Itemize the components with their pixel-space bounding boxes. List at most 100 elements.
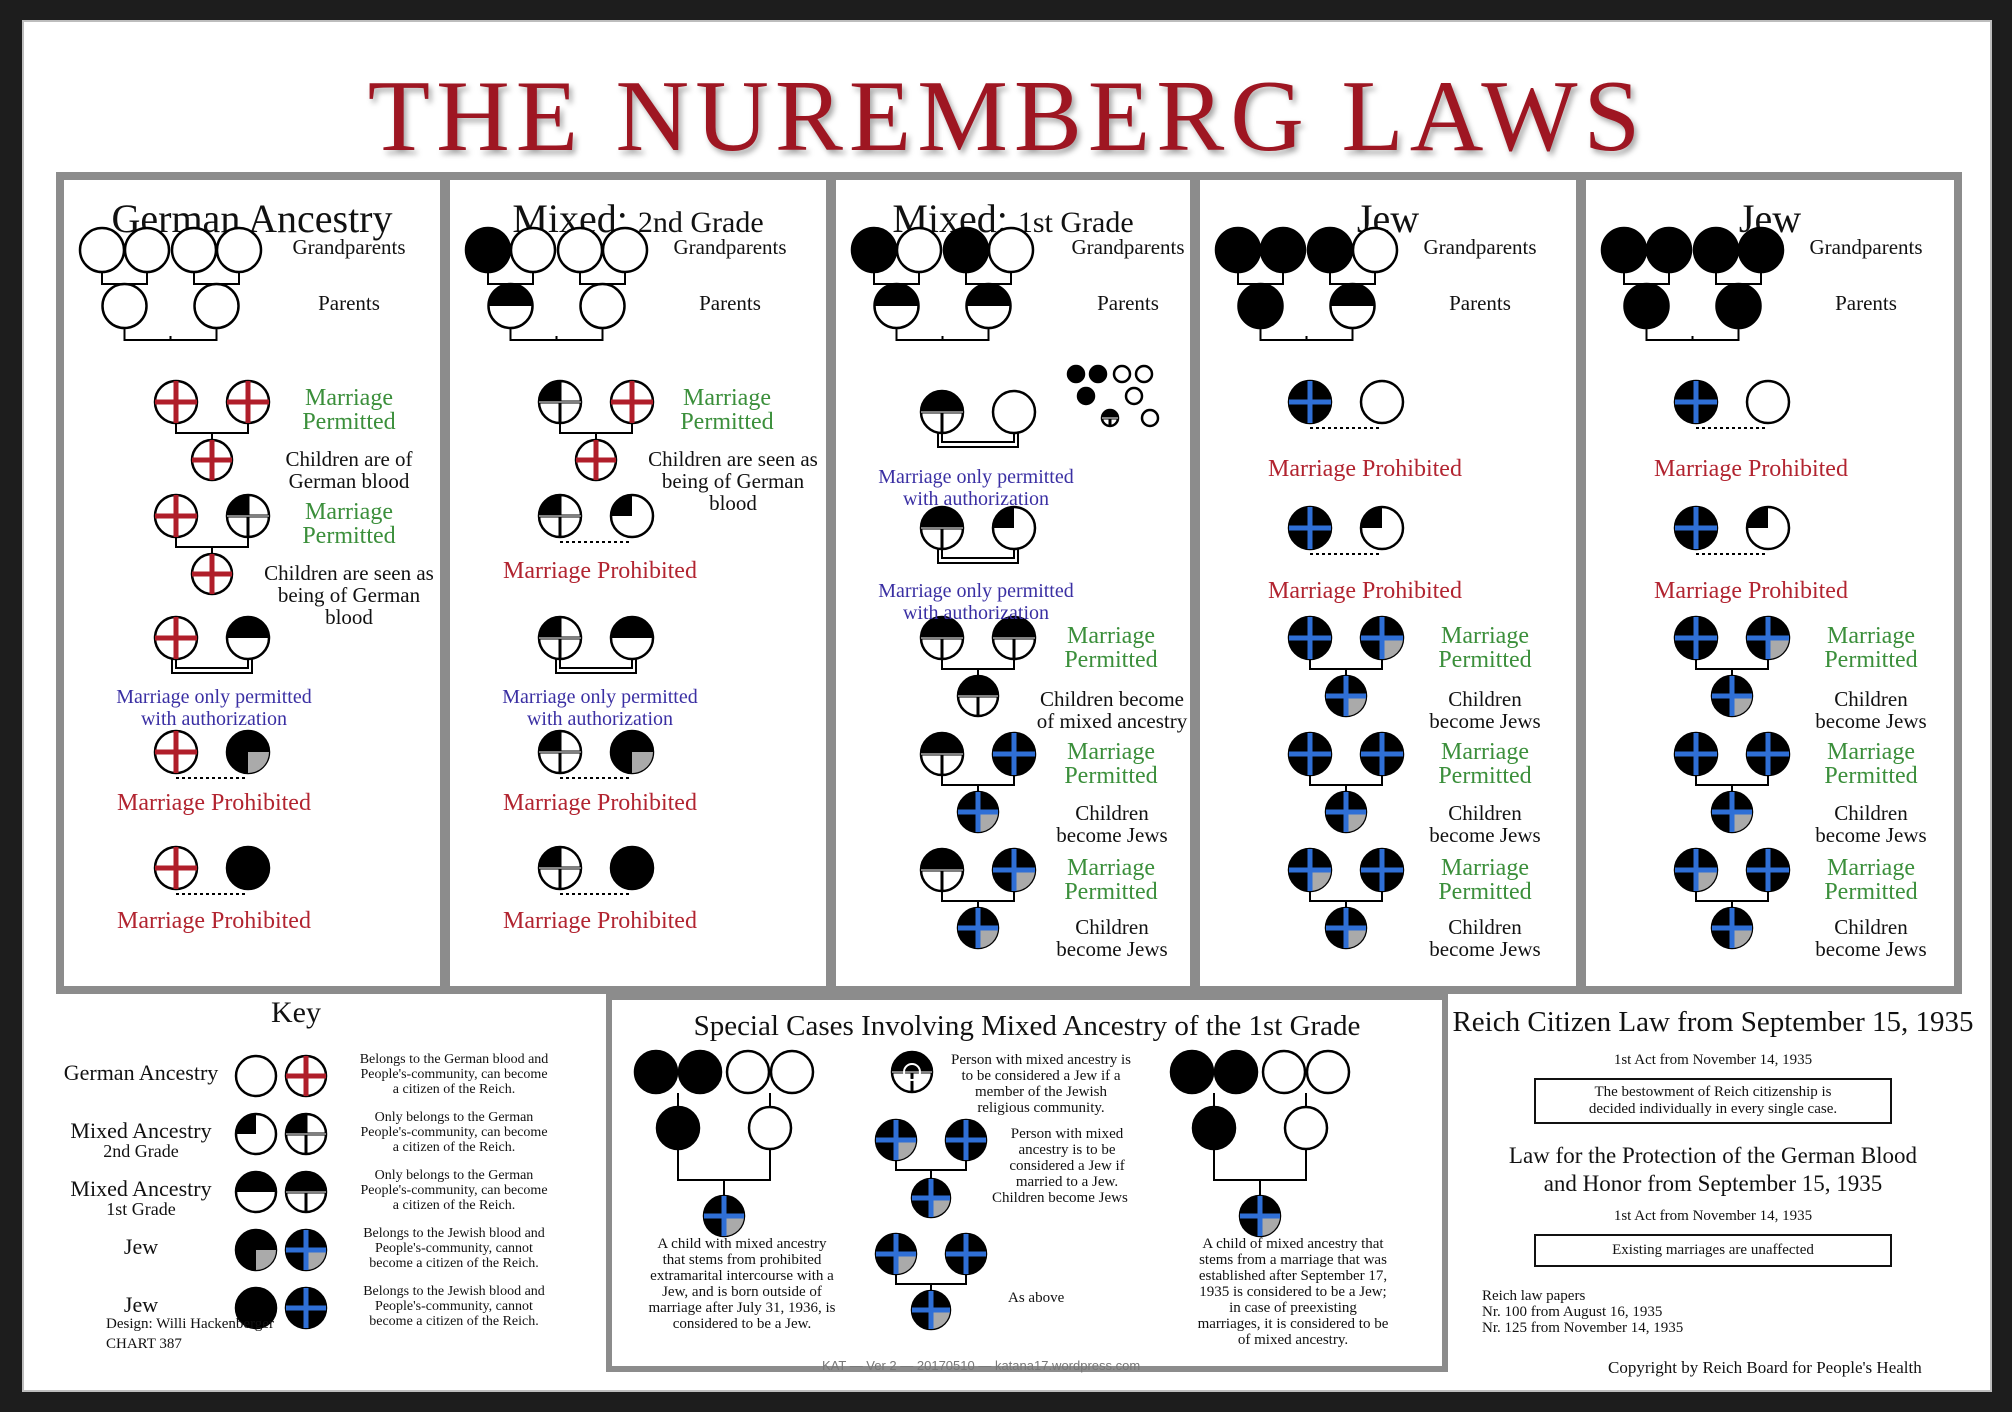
key-name: German Ancestry — [56, 1062, 226, 1084]
label-line: Marriage — [1067, 739, 1155, 765]
spouse-circle — [1287, 731, 1333, 777]
spouse-circle — [1359, 379, 1405, 425]
spouse-circle — [919, 731, 965, 777]
parent-circle — [1283, 1105, 1329, 1151]
label-line: Grandparents — [292, 235, 406, 259]
key-desc-line: People's-community, cannot — [375, 1241, 533, 1256]
column-pedigree — [850, 226, 1037, 950]
label-line: with authorization — [902, 488, 1050, 510]
spouse-circle — [1673, 379, 1719, 425]
parent-circle — [655, 1105, 701, 1151]
label-line: Permitted — [1438, 879, 1532, 905]
act-1: 1st Act from November 14, 1935 — [1448, 1052, 1978, 1069]
label-line: Children are seen as — [648, 447, 818, 471]
label-line: Marriage — [1827, 623, 1915, 649]
marriage-prohibited: Marriage Prohibited — [1626, 578, 1876, 604]
label-line: Marriage — [1067, 623, 1155, 649]
label-line: Children — [1075, 801, 1149, 825]
label-line: Marriage — [1827, 739, 1915, 765]
label-line: with authorization — [140, 708, 288, 730]
column-pedigree — [1214, 226, 1405, 950]
label-line: Permitted — [1064, 879, 1158, 905]
grandparent-circle — [464, 226, 512, 274]
key-desc-line: Only belongs to the German — [374, 1168, 534, 1183]
reich-title: Reich Citizen Law from September 15, 193… — [1452, 1006, 1974, 1038]
marriage-prohibited: Marriage Prohibited — [84, 909, 344, 933]
parent-circle — [487, 282, 534, 330]
law-line: and Honor from September 15, 1935 — [1543, 1171, 1883, 1196]
child-circle — [1710, 674, 1754, 718]
label-line: Grandparents — [673, 235, 787, 259]
label-line: Children — [1448, 687, 1522, 711]
box-line: The bestowment of Reich citizenship is — [1594, 1084, 1832, 1100]
grandparent-circle — [170, 226, 218, 274]
act-line: 1st Act from November 14, 1935 — [1613, 1052, 1813, 1068]
parent-circle — [873, 282, 920, 330]
grandparent-circle — [78, 226, 126, 274]
text-line: Person with mixed — [1010, 1126, 1124, 1142]
grandparent-circle — [1213, 1049, 1259, 1095]
label-line: Marriage only permitted — [878, 466, 1074, 488]
child-circle — [1324, 906, 1368, 950]
label-line: become Jews — [1815, 937, 1927, 961]
grandparent-circle — [1169, 1049, 1215, 1095]
key-desc-line: become a citizen of the Reich. — [369, 1314, 539, 1329]
grandparent-circle — [633, 1049, 679, 1095]
text-line: considered to be a Jew. — [672, 1316, 812, 1332]
child-circle — [910, 1177, 952, 1219]
parent-circle — [193, 282, 240, 330]
key-circle — [284, 1228, 328, 1272]
text-line: extramarital intercourse with a — [650, 1268, 834, 1284]
special-cases-diagram — [633, 1049, 1351, 1331]
grandparent-circle — [677, 1049, 723, 1095]
spouse-circle — [919, 847, 965, 893]
label-line: blood — [325, 605, 373, 629]
text-line: in case of preexisting — [1229, 1300, 1357, 1316]
spouse-circle — [991, 389, 1037, 435]
label-line: Marriage Prohibited — [1654, 456, 1848, 482]
spouse-circle — [1745, 379, 1791, 425]
key-name-line: Jew — [123, 1234, 159, 1259]
label-line: Children are seen as — [264, 561, 434, 585]
text-line: that stems from prohibited — [662, 1252, 822, 1268]
key-circle — [234, 1228, 278, 1272]
circle-w — [1134, 364, 1154, 384]
circle-b — [1076, 386, 1096, 406]
label-line: Grandparents — [1071, 235, 1185, 259]
child-circle — [1324, 674, 1368, 718]
text-line: marriages, it is considered to be — [1197, 1316, 1389, 1332]
text-line: of mixed ancestry. — [1237, 1332, 1349, 1348]
grandparent-circle — [769, 1049, 815, 1095]
label-line: become Jews — [1056, 823, 1168, 847]
chart-number: CHART 387 — [106, 1336, 182, 1352]
label-line: Marriage — [1441, 623, 1529, 649]
key-name: Jew — [56, 1236, 226, 1258]
spouse-circle — [1673, 615, 1719, 661]
key-desc-line: People's-community, can become — [360, 1183, 548, 1198]
grandparent-circle — [1259, 226, 1307, 274]
marriage-prohibited: Marriage Prohibited — [1240, 579, 1490, 603]
grandparents-label: Grandparents — [1058, 236, 1198, 258]
key-circle — [284, 1286, 328, 1330]
label-line: Marriage Prohibited — [1654, 578, 1848, 604]
child-circle — [956, 790, 1000, 834]
spouse-circle — [1359, 615, 1405, 661]
label-line: Marriage only permitted — [116, 686, 312, 708]
parent-circle — [579, 282, 626, 330]
person-circle — [890, 1050, 934, 1094]
